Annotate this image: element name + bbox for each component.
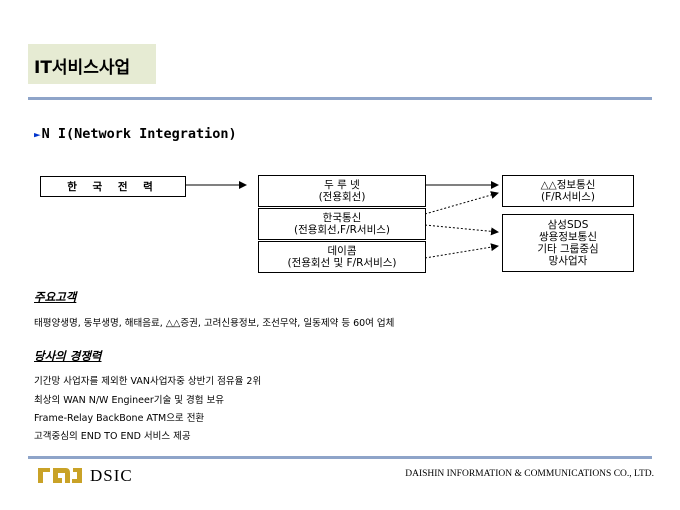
footer-rule — [28, 456, 652, 459]
right-box-1-line1: △△정보통신 — [540, 179, 596, 191]
right-box-2-line3: 기타 그룹중심 — [537, 243, 599, 255]
right-box-2-line4: 망사업자 — [548, 255, 588, 267]
arrow-kt-to-sds — [424, 224, 499, 236]
middle-box-1: 두 루 넷 (전용회선) — [258, 175, 426, 207]
middle-box-2-line2: (전용회선,F/R서비스) — [293, 224, 391, 236]
middle-box-3-line1: 데이콤 — [327, 245, 357, 257]
middle-box-3-line2: (전용회선 및 F/R서비스) — [287, 257, 397, 269]
subtitle-text: N I(Network Integration) — [41, 126, 237, 142]
middle-box-1-line2: (전용회선) — [318, 191, 366, 203]
triangle-marker-icon: ► — [34, 128, 41, 141]
competitiveness-line-2: 최상의 WAN N/W Engineer기술 및 경험 보유 — [34, 395, 225, 406]
title-box — [28, 44, 156, 84]
right-box-1: △△정보통신 (F/R서비스) — [502, 175, 634, 207]
customers-heading: 주요고객 — [34, 290, 77, 304]
right-box-1-line2: (F/R서비스) — [540, 191, 596, 203]
middle-box-2: 한국통신 (전용회선,F/R서비스) — [258, 208, 426, 240]
page-title: IT서비스사업 — [34, 58, 131, 78]
source-box: 한 국 전 력 — [40, 176, 186, 197]
arrow-dacom-to-sds — [424, 243, 499, 259]
dsic-logo-icon — [38, 468, 82, 483]
middle-box-2-line1: 한국통신 — [322, 212, 362, 224]
right-box-2-line2: 쌍용정보통신 — [539, 231, 597, 243]
competitiveness-line-3: Frame-Relay BackBone ATM으로 전환 — [34, 413, 205, 424]
customers-text: 태평양생명, 동부생명, 해태음료, △△증권, 고려신용정보, 조선무약, 일… — [34, 318, 395, 329]
header-rule — [28, 97, 652, 100]
arrow-kt-to-dd — [424, 191, 499, 215]
footer-brand: DSIC — [90, 466, 133, 485]
competitiveness-line-4: 고객중심의 END TO END 서비스 제공 — [34, 431, 191, 442]
right-box-2-line1: 삼성SDS — [547, 219, 589, 231]
section-subtitle: ►N I(Network Integration) — [34, 126, 237, 142]
competitiveness-heading: 당사의 경쟁력 — [34, 349, 102, 363]
middle-box-3: 데이콤 (전용회선 및 F/R서비스) — [258, 241, 426, 273]
competitiveness-line-1: 기간망 사업자를 제외한 VAN사업자중 상반기 점유율 2위 — [34, 376, 262, 387]
middle-box-1-line1: 두 루 넷 — [324, 179, 360, 191]
source-label: 한 국 전 력 — [67, 180, 159, 193]
right-box-2: 삼성SDS 쌍용정보통신 기타 그룹중심 망사업자 — [502, 214, 634, 272]
footer-company: DAISHIN INFORMATION & COMMUNICATIONS CO.… — [405, 469, 654, 479]
